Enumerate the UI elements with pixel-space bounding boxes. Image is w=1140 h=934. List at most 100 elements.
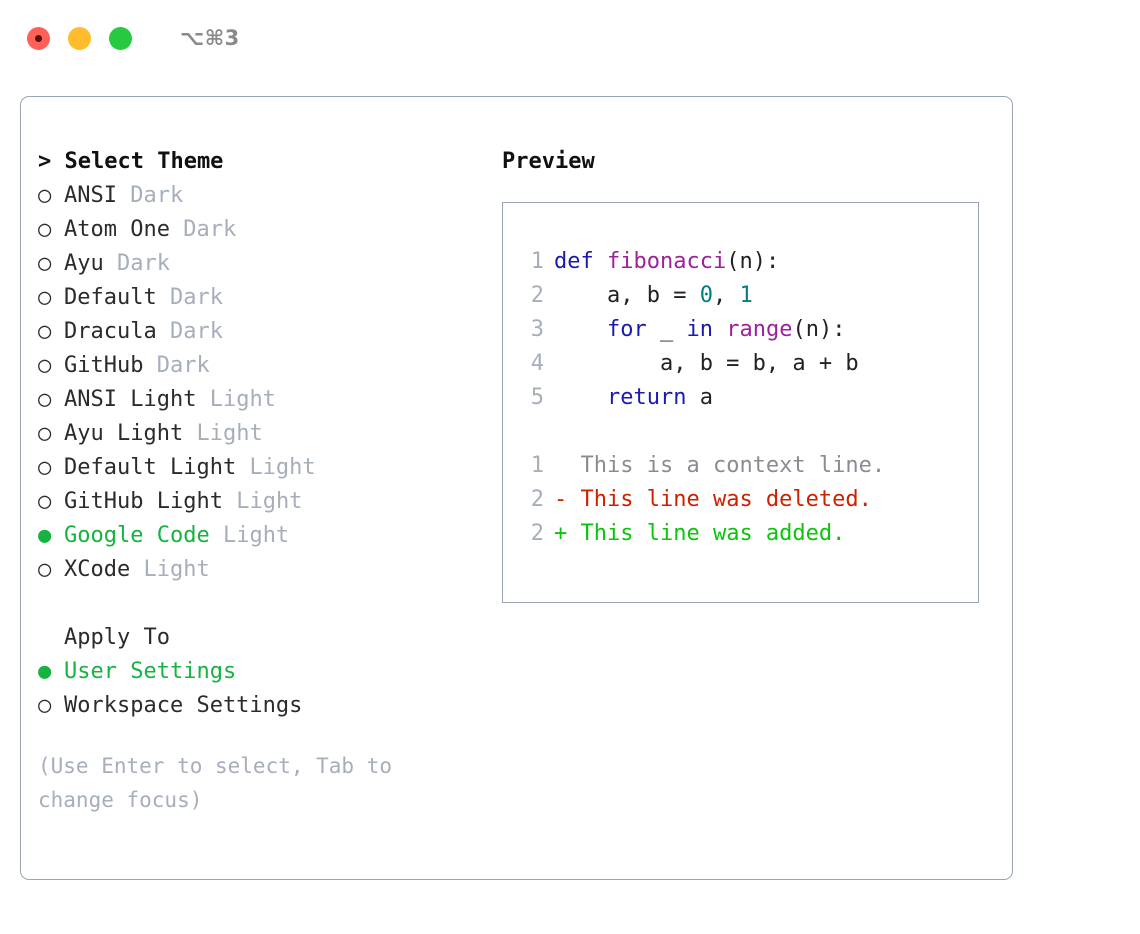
theme-option-label: GitHub (64, 353, 144, 378)
apply-to-option-user-settings[interactable]: ● User Settings (38, 655, 478, 689)
theme-option-label: XCode (64, 557, 131, 582)
apply-to-heading: Apply To (64, 625, 170, 650)
diff-marker (554, 453, 581, 478)
code-line: 3 for _ in range(n): (520, 313, 978, 347)
diff-sample: 1 This is a context line.2- This line wa… (520, 449, 978, 551)
theme-option-default-light[interactable]: ○ Default Light Light (38, 451, 478, 485)
theme-option-variant-tag: Dark (130, 183, 184, 208)
code-token-pl: (n): (726, 249, 780, 274)
zoom-button[interactable] (109, 26, 132, 50)
diff-marker: + (554, 521, 581, 546)
theme-option-label: Default (64, 285, 157, 310)
theme-option-label: Ayu (64, 251, 104, 276)
theme-option-variant-tag: Dark (117, 251, 170, 276)
theme-option-label: ANSI Light (64, 387, 197, 412)
diff-text: This line was added. (580, 521, 846, 546)
code-token-pl: a (686, 385, 713, 410)
radio-unselected-icon: ○ (38, 455, 52, 480)
diff-line-add: 2 + This line was added. (520, 517, 978, 551)
theme-option-ansi[interactable]: ○ANSI Dark (38, 179, 478, 213)
radio-selected-icon: ● (38, 523, 52, 548)
apply-to-option-workspace-settings[interactable]: ○ Workspace Settings (38, 689, 478, 723)
line-number: 2 (530, 283, 544, 308)
minimize-button[interactable] (68, 26, 91, 50)
theme-option-label: Dracula (64, 319, 157, 344)
code-line: 2 a, b = 0, 1 (520, 279, 978, 313)
code-token-pl: _ (646, 317, 687, 342)
code-token-fn: fibonacci (606, 249, 727, 274)
close-button[interactable] (27, 26, 50, 50)
line-number: 1 (530, 249, 544, 274)
theme-option-ayu[interactable]: ○ Ayu Dark (38, 247, 478, 281)
title-bar: ⌥⌘3 (0, 0, 1140, 76)
theme-option-variant-tag: Light (209, 387, 276, 412)
traffic-light-buttons (27, 26, 132, 50)
theme-option-ansi-light[interactable]: ○ANSI Light Light (38, 383, 478, 417)
theme-option-ayu-light[interactable]: ○ Ayu Light Light (38, 417, 478, 451)
theme-option-dracula[interactable]: ○ Dracula Dark (38, 315, 478, 349)
code-token-kw: def (554, 249, 607, 274)
theme-option-variant-tag: Dark (169, 285, 223, 310)
radio-unselected-icon: ○ (38, 489, 52, 514)
code-token-kw: in (686, 317, 713, 342)
theme-selection-column: > Select Theme ○ANSI Dark○Atom One Dark○… (38, 145, 478, 817)
apply-to-option-label: User Settings (64, 659, 237, 684)
code-token-pl (554, 317, 607, 342)
diff-line-del: 2- This line was deleted. (520, 483, 978, 517)
line-number: 1 (530, 453, 544, 478)
theme-option-variant-tag: Dark (169, 319, 223, 344)
code-token-pl: (n): (792, 317, 846, 342)
theme-option-label: ANSI (64, 183, 117, 208)
code-token-pl (713, 317, 726, 342)
theme-option-default[interactable]: ○ Default Dark (38, 281, 478, 315)
line-number: 3 (530, 317, 544, 342)
line-number: 2 (530, 521, 544, 546)
theme-option-label: Google Code (64, 523, 210, 548)
theme-option-variant-tag: Light (143, 557, 210, 582)
theme-option-variant-tag: Light (196, 421, 263, 446)
theme-option-variant-tag: Light (249, 455, 316, 480)
apply-to-list[interactable]: ● User Settings ○ Workspace Settings (38, 655, 478, 723)
theme-option-label: Atom One (64, 217, 170, 242)
diff-marker: - (554, 487, 581, 512)
theme-option-github[interactable]: ○ GitHub Dark (38, 349, 478, 383)
code-token-num: 0 (699, 283, 713, 308)
radio-selected-icon: ● (38, 659, 52, 684)
radio-unselected-icon: ○ (38, 421, 52, 446)
radio-unselected-icon: ○ (38, 353, 52, 378)
apply-to-option-label: Workspace Settings (64, 693, 303, 718)
theme-option-google-code[interactable]: ●Google Code Light (38, 519, 478, 553)
theme-list[interactable]: ○ANSI Dark○Atom One Dark○Ayu Dark○Defaul… (38, 179, 478, 587)
code-token-pl: a, b = (554, 283, 700, 308)
code-line: 1 def fibonacci(n): (520, 245, 978, 279)
diff-line-ctx: 1 This is a context line. (520, 449, 978, 483)
code-token-kw: for (606, 317, 647, 342)
code-token-pl: , (712, 283, 740, 308)
line-number: 2 (530, 487, 544, 512)
radio-unselected-icon: ○ (38, 251, 52, 276)
list-spacer (38, 587, 478, 621)
theme-option-label: Ayu Light (64, 421, 184, 446)
select-theme-heading: > Select Theme (38, 149, 224, 174)
theme-option-xcode[interactable]: ○XCode Light (38, 553, 478, 587)
code-token-kw: return (606, 385, 687, 410)
code-token-num: 1 (739, 283, 753, 308)
keyboard-hint-text: (Use Enter to select, Tab to change focu… (38, 754, 405, 812)
radio-unselected-icon: ○ (38, 285, 52, 310)
theme-option-variant-tag: Light (236, 489, 303, 514)
line-number: 5 (530, 385, 544, 410)
line-number: 4 (530, 351, 544, 376)
code-token-pl: a, b = b, a + b (554, 351, 859, 376)
theme-option-github-light[interactable]: ○ GitHub Light Light (38, 485, 478, 519)
theme-option-label: Default Light (64, 455, 237, 480)
diff-text: This line was deleted. (580, 487, 872, 512)
radio-unselected-icon: ○ (38, 319, 52, 344)
theme-option-variant-tag: Dark (156, 353, 210, 378)
theme-option-label: GitHub Light (64, 489, 223, 514)
preview-heading: Preview (502, 149, 595, 174)
code-diff-spacer (520, 415, 978, 449)
code-token-pl (554, 385, 607, 410)
radio-unselected-icon: ○ (38, 693, 52, 718)
theme-option-atom-one[interactable]: ○Atom One Dark (38, 213, 478, 247)
